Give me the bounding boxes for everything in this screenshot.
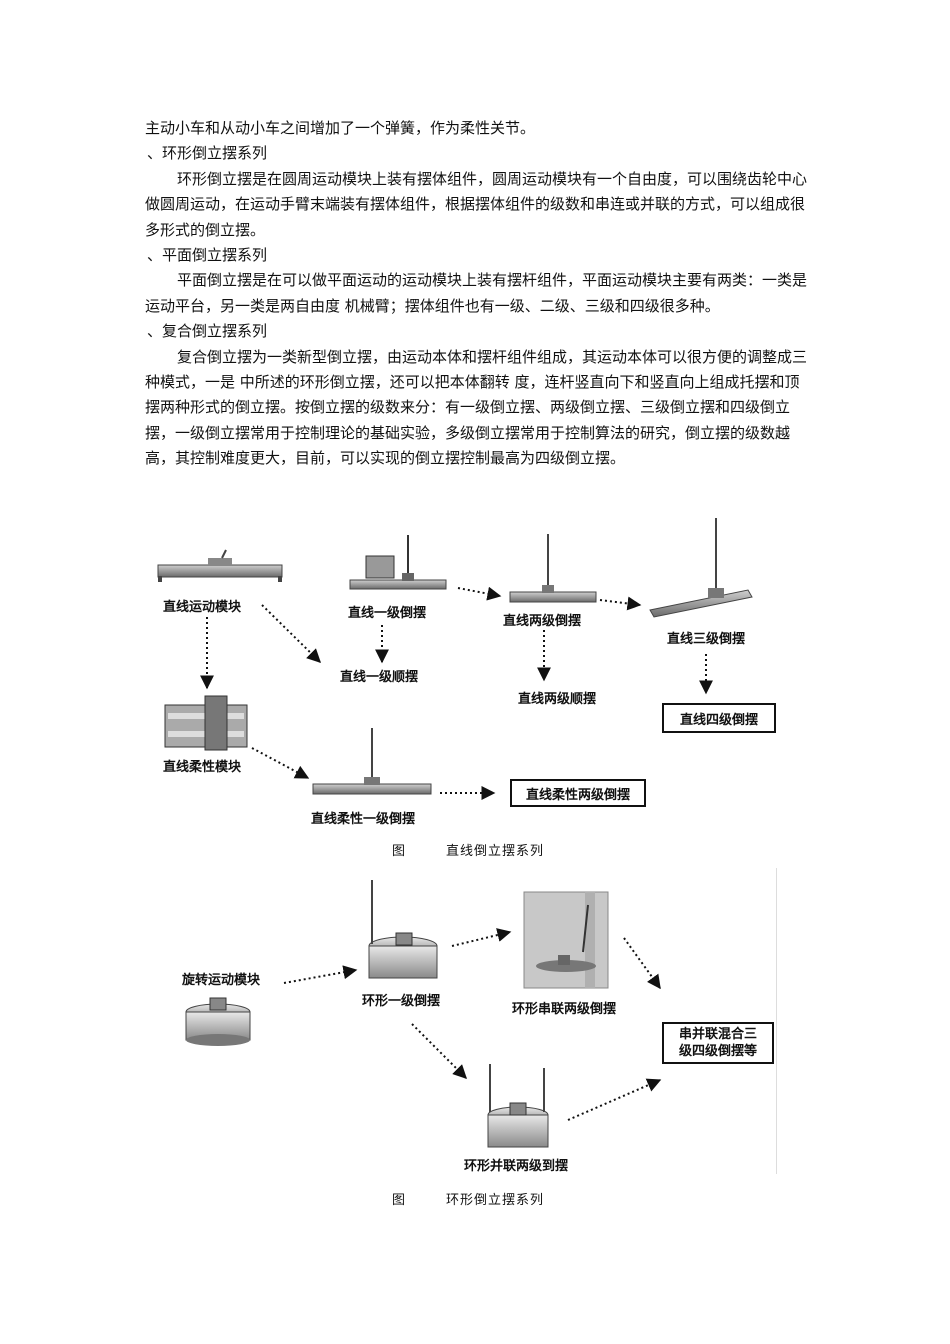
ring-series-double-image (523, 891, 609, 989)
label-linear-double-inv: 直线两级倒摆 (503, 614, 582, 629)
rotary-module-image (185, 997, 251, 1046)
para-continued: 主动小车和从动小车之间增加了一个弹簧，作为柔性关节。 (145, 119, 536, 137)
label-linear-module: 直线运动模块 (163, 600, 242, 615)
figure1-caption-prefix: 图 (392, 844, 407, 859)
label-linear-flex-module: 直线柔性模块 (163, 760, 242, 775)
linear-module-image (157, 549, 283, 582)
label-linear-single-inv: 直线一级倒摆 (348, 606, 427, 621)
ring-parallel-double-image (487, 1064, 549, 1148)
box-linear-quad-inv: 直线四级倒摆 (662, 703, 776, 733)
label-linear-flex-single: 直线柔性一级倒摆 (311, 812, 416, 827)
figure2-caption-prefix: 图 (392, 1193, 407, 1208)
text-block: 主动小车和从动小车之间增加了一个弹簧，作为柔性关节。 、环形倒立摆系列 环形倒立… (145, 116, 807, 472)
box-ring-mixed: 串并联混合三 级四级倒摆等 (662, 1022, 774, 1064)
linear-flex-module-image (164, 695, 248, 751)
label-linear-single-pend: 直线一级顺摆 (340, 670, 419, 685)
box-linear-flex-double: 直线柔性两级倒摆 (510, 779, 646, 807)
label-linear-double-pend: 直线两级顺摆 (518, 692, 597, 707)
label-linear-triple-inv: 直线三级倒摆 (667, 632, 746, 647)
figure1-arrows (200, 586, 713, 800)
label-ring-parallel-double: 环形并联两级到摆 (464, 1159, 569, 1174)
box-ring-mixed-line1: 串并联混合三 (678, 1027, 757, 1042)
para-compound: 复合倒立摆为一类新型倒立摆，由运动本体和摆杆组件组成，其运动本体可以很方便的调整… (145, 347, 808, 468)
para-ring: 环形倒立摆是在圆周运动模块上装有摆体组件，圆周运动模块有一个自由度，可以围绕齿轮… (145, 169, 808, 239)
linear-double-inv-image (509, 534, 597, 603)
label-ring-single: 环形一级倒摆 (362, 994, 441, 1009)
linear-triple-inv-image (649, 518, 753, 618)
linear-single-inv-image (349, 535, 447, 590)
label-rotary-module: 旋转运动模块 (182, 973, 261, 988)
figure1-caption: 直线倒立摆系列 (446, 844, 545, 859)
figure2-caption: 环形倒立摆系列 (446, 1193, 545, 1208)
heading-compound: 、复合倒立摆系列 (147, 322, 268, 341)
heading-planar: 、平面倒立摆系列 (147, 246, 268, 265)
para-planar: 平面倒立摆是在可以做平面运动的运动模块上装有摆杆组件，平面运动模块主要有两类：一… (145, 271, 808, 315)
linear-flex-single-image (312, 728, 432, 795)
heading-ring: 、环形倒立摆系列 (147, 144, 268, 163)
box-ring-mixed-line2: 级四级倒摆等 (678, 1044, 757, 1059)
figure2-right-border (776, 868, 777, 1174)
ring-single-image (368, 880, 438, 979)
figure2-arrows (283, 928, 662, 1121)
label-ring-series-double: 环形串联两级倒摆 (512, 1002, 617, 1017)
